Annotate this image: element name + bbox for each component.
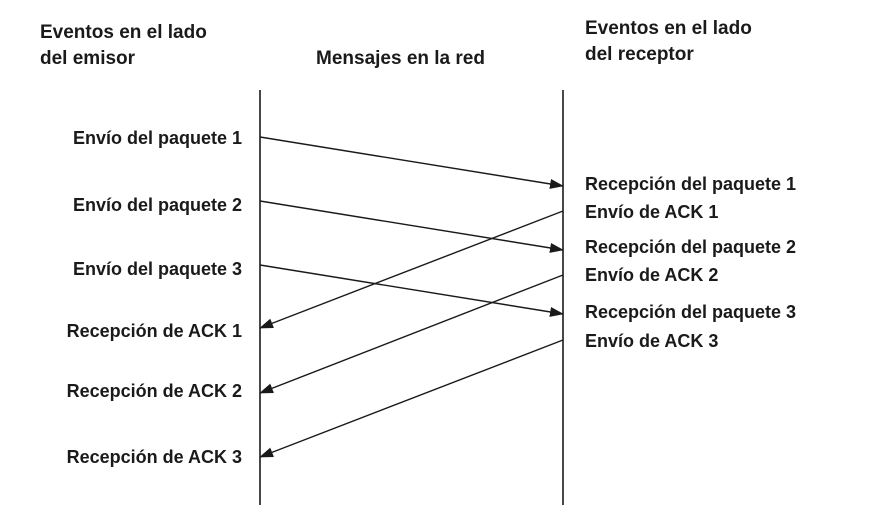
ack-2-arrow — [259, 274, 564, 394]
network-header-label: Mensajes en la red — [316, 48, 485, 69]
sender-event-receive-ack-1: Recepción de ACK 1 — [66, 321, 242, 341]
receiver-event-receive-packet-3: Recepción del paquete 3 — [585, 302, 797, 322]
packet-3-arrow — [259, 264, 564, 317]
sender-event-send-packet-3: Envío del paquete 3 — [72, 259, 242, 279]
receiver-header-line-1: Eventos en el lado — [585, 18, 752, 39]
sender-event-receive-ack-2: Recepción de ACK 2 — [66, 381, 242, 401]
packet-2-arrow — [259, 200, 564, 253]
sender-event-receive-ack-3: Recepción de ACK 3 — [66, 447, 242, 467]
receiver-header: Eventos en el lado del receptor — [585, 16, 752, 68]
receiver-event-send-ack-1: Envío de ACK 1 — [585, 202, 719, 222]
receiver-event-receive-packet-1: Recepción del paquete 1 — [585, 174, 797, 194]
network-header: Mensajes en la red — [316, 46, 485, 72]
sender-event-send-packet-1: Envío del paquete 1 — [72, 128, 242, 148]
ack-1-arrow — [259, 210, 564, 329]
sender-event-send-packet-2: Envío del paquete 2 — [72, 195, 242, 215]
receiver-header-line-2: del receptor — [585, 44, 694, 65]
sender-header-line-1: Eventos en el lado — [40, 22, 207, 43]
receiver-event-receive-packet-2: Recepción del paquete 2 — [585, 237, 797, 257]
packet-1-arrow — [259, 136, 564, 189]
ack-3-arrow — [259, 339, 564, 458]
sender-header-line-2: del emisor — [40, 48, 136, 69]
sender-header: Eventos en el lado del emisor — [40, 20, 207, 72]
receiver-event-send-ack-3: Envío de ACK 3 — [585, 331, 719, 351]
receiver-event-send-ack-2: Envío de ACK 2 — [585, 265, 719, 285]
